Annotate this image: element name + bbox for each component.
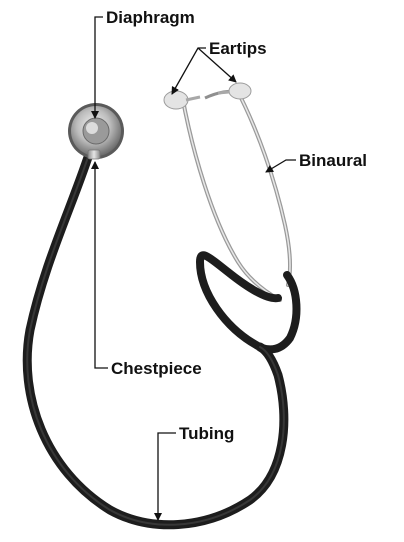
stethoscope-illustration (27, 83, 296, 525)
chestpiece-label: Chestpiece (111, 359, 202, 378)
chestpiece-callout: Chestpiece (95, 162, 202, 378)
eartips-callout: Eartips (172, 39, 267, 94)
diaphragm-label: Diaphragm (106, 8, 195, 27)
binaural-label: Binaural (299, 151, 367, 170)
binaural-callout: Binaural (266, 151, 367, 172)
eartips-label: Eartips (209, 39, 267, 58)
y-tubing (200, 255, 296, 349)
tubing-callout: Tubing (158, 424, 234, 520)
tubing-label: Tubing (179, 424, 234, 443)
chestpiece-disc (68, 103, 124, 159)
